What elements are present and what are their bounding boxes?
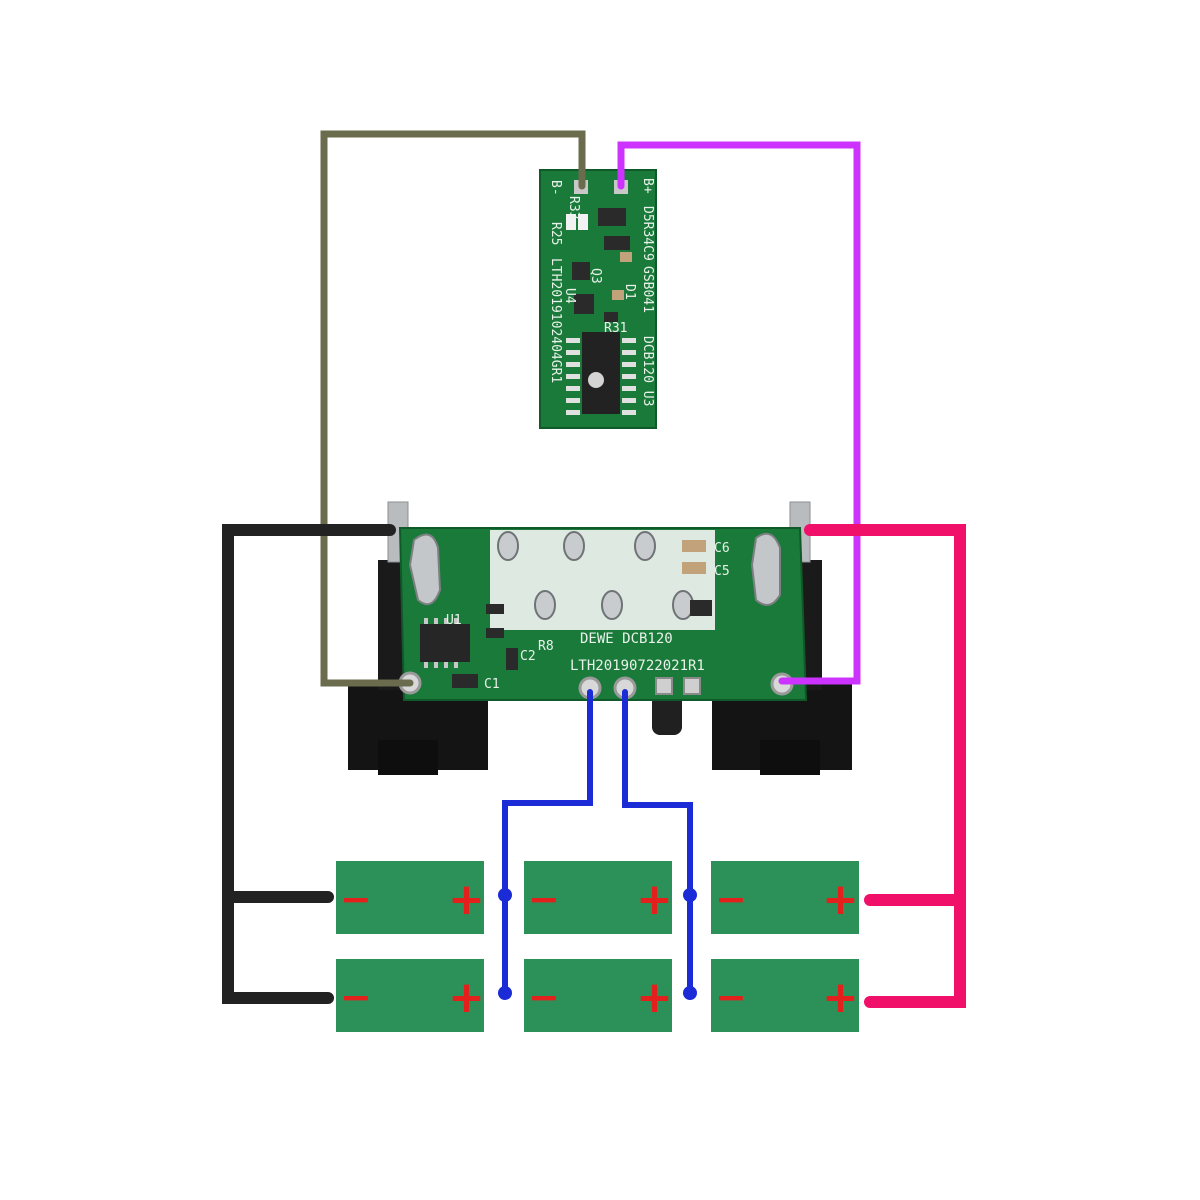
- junction-dot: [498, 986, 512, 1000]
- cell-plus-sign: +: [636, 874, 673, 925]
- component-r: [486, 628, 504, 638]
- cell-5: − +: [522, 957, 674, 1034]
- label-small-r33: R33: [566, 196, 581, 219]
- wire-blue-tap-2: [622, 689, 693, 998]
- chip-u1: [420, 624, 470, 662]
- solder-pad: [497, 531, 519, 561]
- solder-pads: [497, 531, 694, 620]
- component-c2: [506, 648, 518, 670]
- sm-ic-dot: [588, 372, 604, 388]
- label-c5: C5: [714, 564, 730, 579]
- housing-right-foot: [760, 740, 820, 775]
- component-c1: [452, 674, 478, 688]
- cell-4: − +: [334, 957, 486, 1034]
- sm-part: [604, 312, 618, 322]
- wire-black-negative: [222, 524, 396, 1004]
- label-small-chip: DCB120 U3: [640, 336, 655, 406]
- junction-dot: [683, 986, 697, 1000]
- sm-chip: [598, 208, 626, 226]
- sm-resistor: [566, 214, 576, 230]
- solder-pad: [634, 531, 656, 561]
- sm-main-ic: [582, 332, 620, 414]
- sm-main-ic-pins: [566, 338, 636, 415]
- label-c2: C2: [520, 649, 536, 664]
- cell-minus-sign: −: [528, 877, 560, 921]
- junction-dot: [498, 888, 512, 902]
- component-r: [486, 604, 504, 614]
- junction-dot: [683, 888, 697, 902]
- component-c6: [682, 540, 706, 552]
- cell-plus-sign: +: [822, 972, 859, 1023]
- label-small-serial: LTH2019102404GR1: [548, 258, 563, 383]
- cell-6: − +: [709, 957, 861, 1034]
- housing-left-foot: [378, 740, 438, 775]
- cell-minus-sign: −: [715, 975, 747, 1019]
- label-small-r31: R31: [604, 321, 627, 336]
- label-small-u4: U4: [562, 288, 577, 304]
- label-small-parts: D5R34C9: [640, 206, 655, 261]
- wires: [222, 130, 966, 1008]
- label-r8: R8: [538, 639, 554, 654]
- label-main-model: DEWE DCB120: [580, 631, 673, 647]
- label-c6: C6: [714, 541, 730, 556]
- sensor-leg: [652, 690, 682, 735]
- component-c5: [682, 562, 706, 574]
- small-board: B- R25 LTH2019102404GR1 R33 B+ D5R34C9 G…: [539, 169, 657, 429]
- label-small-bplus: B+: [640, 178, 655, 194]
- battery-cells: − + − + − + − + − + − +: [334, 859, 861, 1034]
- cell-plus-sign: +: [448, 874, 485, 925]
- wire-olive-bminus: [320, 130, 586, 687]
- cell-plus-sign: +: [448, 972, 485, 1023]
- label-small-bminus: B-: [548, 180, 563, 196]
- pad-square: [683, 677, 701, 695]
- solder-blob-right: [750, 532, 781, 606]
- label-small-r25: R25: [548, 222, 563, 245]
- solder-blob-left: [408, 533, 442, 606]
- label-main-serial: LTH20190722021R1: [570, 658, 705, 674]
- sm-chip: [604, 236, 630, 250]
- cell-plus-sign: +: [636, 972, 673, 1023]
- pad-square: [655, 677, 673, 695]
- solder-pad: [534, 590, 556, 620]
- sm-part: [620, 252, 632, 262]
- cell-minus-sign: −: [715, 877, 747, 921]
- label-small-model: GSB041: [640, 266, 655, 313]
- cell-minus-sign: −: [528, 975, 560, 1019]
- label-c1: C1: [484, 677, 500, 692]
- wire-magenta-bplus: [617, 141, 861, 685]
- component-transistor: [690, 600, 712, 616]
- junctions: [498, 888, 697, 1000]
- label-small-q3: Q3: [588, 268, 603, 284]
- solder-pad: [601, 590, 623, 620]
- cell-minus-sign: −: [340, 877, 372, 921]
- label-small-d1: D1: [622, 284, 637, 300]
- cell-3: − +: [709, 859, 861, 936]
- sm-chip: [572, 262, 590, 280]
- label-u1: U1: [446, 613, 462, 628]
- main-board: C6 C5 U1 C1 C2 R8 DEWE DCB120 LTH2019072…: [348, 501, 852, 775]
- cell-2: − +: [522, 859, 674, 936]
- cell-plus-sign: +: [822, 874, 859, 925]
- chip-u1-pins: [424, 618, 458, 668]
- sm-chip: [574, 294, 594, 314]
- cell-1: − +: [334, 859, 486, 936]
- sm-resistor: [578, 214, 588, 230]
- sm-part: [612, 290, 624, 300]
- wire-pink-positive: [804, 524, 966, 1008]
- solder-pad: [563, 531, 585, 561]
- cell-minus-sign: −: [340, 975, 372, 1019]
- small-board-silk: B- R25 LTH2019102404GR1 R33 B+ D5R34C9 G…: [548, 178, 655, 406]
- wire-blue-tap-1: [502, 689, 593, 998]
